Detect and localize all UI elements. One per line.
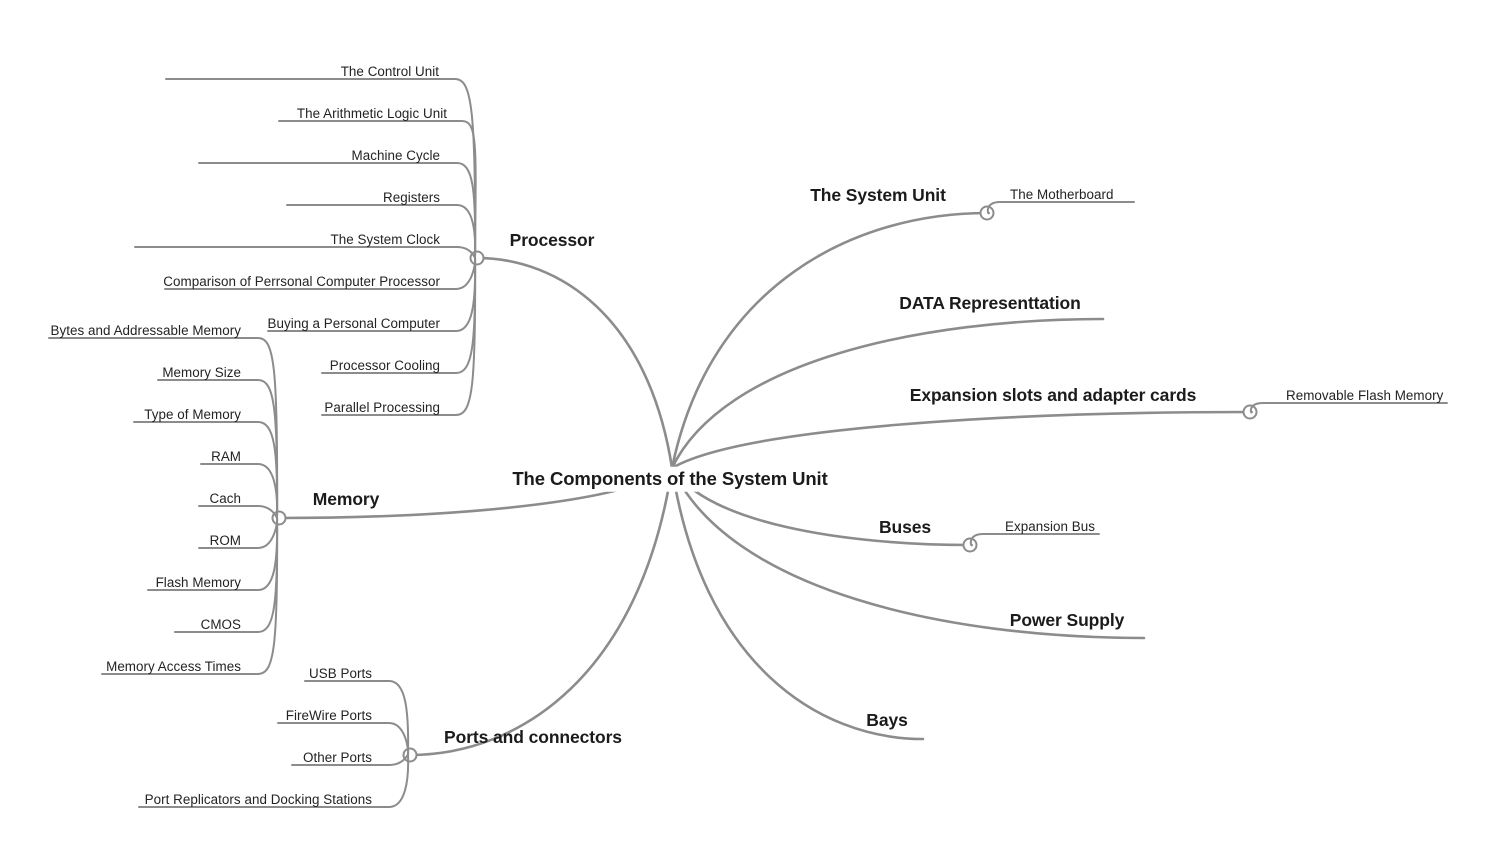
leaf-label-memory-4[interactable]: Cach [209,491,241,506]
leaf-edge-memory-8 [101,517,279,675]
leaf-label-the-system-unit-0[interactable]: The Motherboard [1010,187,1114,202]
branch-edge-the-system-unit [670,211,989,470]
leaf-edge-memory-4 [198,505,279,520]
leaf-label-memory-5[interactable]: ROM [209,533,241,548]
leaf-label-memory-0[interactable]: Bytes and Addressable Memory [50,323,241,338]
leaf-label-ports-and-connectors-2[interactable]: Other Ports [302,750,372,765]
leaf-label-memory-7[interactable]: CMOS [200,617,241,632]
leaf-edge-ports-and-connectors-0 [304,680,410,756]
leaf-edge-processor-3 [286,204,477,259]
leaf-label-processor-2[interactable]: Machine Cycle [351,148,440,163]
leaf-label-buses-0[interactable]: Expansion Bus [1005,519,1095,534]
branch-node-buses[interactable] [962,537,978,553]
leaf-label-processor-1[interactable]: The Arithmetic Logic Unit [296,106,447,121]
leaf-edge-ports-and-connectors-3 [138,754,410,808]
branch-label-bays[interactable]: Bays [866,710,908,730]
leaf-label-memory-6[interactable]: Flash Memory [155,575,241,590]
branch-edge-ports-and-connectors [408,466,674,757]
branch-edge-power-supply [670,466,1146,640]
branch-edge-bays [670,466,925,741]
leaf-edge-memory-3 [200,463,279,519]
branch-label-power-supply[interactable]: Power Supply [1009,610,1125,630]
branch-edge-data-representtation [670,317,1105,470]
branch-label-the-system-unit[interactable]: The System Unit [810,185,946,205]
branch-label-ports-and-connectors[interactable]: Ports and connectors [444,727,622,747]
leaf-label-ports-and-connectors-0[interactable]: USB Ports [309,666,372,681]
branch-label-data-representtation[interactable]: DATA Representtation [899,293,1081,313]
leaf-label-memory-8[interactable]: Memory Access Times [106,659,241,674]
leaf-label-processor-6[interactable]: Buying a Personal Computer [267,316,440,331]
leaf-label-ports-and-connectors-3[interactable]: Port Replicators and Docking Stations [144,792,372,807]
leaf-label-memory-1[interactable]: Memory Size [162,365,241,380]
leaf-label-processor-4[interactable]: The System Clock [330,232,440,247]
leaf-label-processor-0[interactable]: The Control Unit [340,64,439,79]
leaf-label-processor-7[interactable]: Processor Cooling [329,358,440,373]
leaf-edge-memory-2 [133,421,279,519]
root-label[interactable]: The Components of the System Unit [505,466,835,492]
branch-node-expansion-slots-and-adapter-cards[interactable] [1242,404,1258,420]
leaf-label-processor-5[interactable]: Comparison of Perrsonal Computer Process… [163,274,440,289]
leaf-edge-ports-and-connectors-1 [277,722,410,756]
branch-label-buses[interactable]: Buses [878,517,932,537]
branch-node-the-system-unit[interactable] [979,205,995,221]
leaf-label-expansion-slots-and-adapter-cards-0[interactable]: Removable Flash Memory [1286,388,1444,403]
branch-label-memory[interactable]: Memory [312,489,380,509]
leaf-label-ports-and-connectors-1[interactable]: FireWire Ports [285,708,372,723]
leaf-edge-the-system-unit-0 [986,201,1135,215]
branch-label-expansion-slots-and-adapter-cards[interactable]: Expansion slots and adapter cards [909,385,1197,405]
leaf-label-memory-3[interactable]: RAM [211,449,241,464]
branch-edge-processor [475,256,674,470]
branch-edge-expansion-slots-and-adapter-cards [670,410,1252,470]
leaf-label-memory-2[interactable]: Type of Memory [144,407,241,422]
leaf-edge-processor-4 [134,246,477,260]
leaf-edge-buses-0 [969,533,1100,547]
leaf-edge-processor-8 [321,257,477,416]
leaf-edge-expansion-slots-and-adapter-cards-0 [1249,402,1448,414]
leaf-label-processor-8[interactable]: Parallel Processing [324,400,440,415]
branch-node-ports-and-connectors[interactable] [402,747,418,763]
leaf-label-processor-3[interactable]: Registers [382,190,440,205]
branch-label-processor[interactable]: Processor [509,230,595,250]
